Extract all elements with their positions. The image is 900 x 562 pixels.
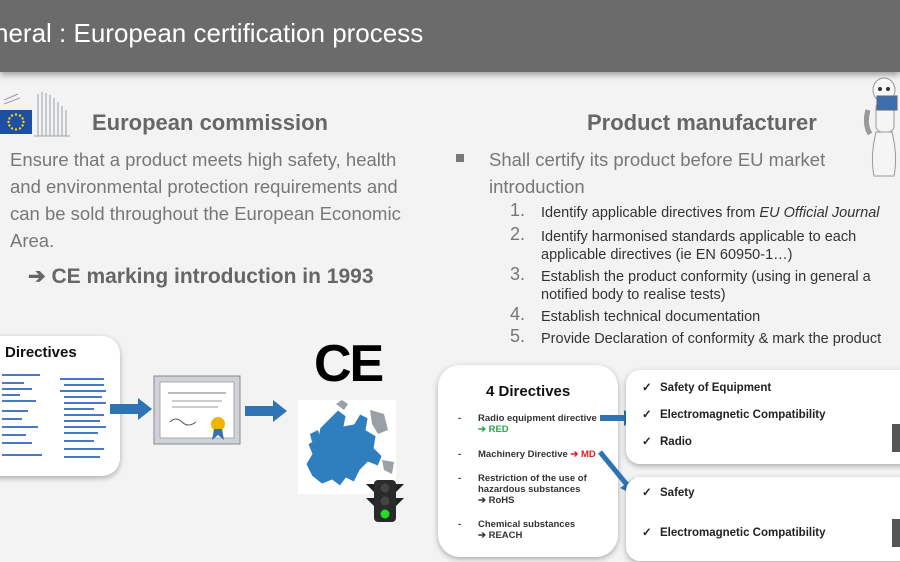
directive-name: Radio equipment directive xyxy=(478,413,597,424)
directive-name: Machinery Directive xyxy=(478,449,568,460)
requirement-item: ✓ Safety of Equipment xyxy=(642,380,771,394)
step-text: Establish technical documentation xyxy=(541,309,761,325)
directive-item-rohs: - Restriction of the use of hazardous su… xyxy=(458,473,618,509)
directive-tag-md: MD xyxy=(581,449,596,460)
step-number: 1. xyxy=(510,200,526,220)
ce-marking-intro-text: CE marking introduction in 1993 xyxy=(51,265,374,288)
directive-item-red: - Radio equipment directive ➔ RED xyxy=(458,413,618,437)
requirement-item: ✓ Electromagnetic Compatibility xyxy=(642,525,826,539)
european-commission-heading: European commission xyxy=(92,110,328,135)
check-icon: ✓ xyxy=(642,527,652,539)
step-text-emphasis: EU Official Journal xyxy=(759,205,880,221)
step-text: Establish the product conformity (using … xyxy=(541,269,871,303)
requirement-text: Electromagnetic Compatibility xyxy=(660,527,826,539)
four-directives-title: 4 Directives xyxy=(486,383,571,400)
list-dash: - xyxy=(458,449,462,460)
step-text: Identify applicable directives from EU O… xyxy=(541,204,900,222)
step-text: Identify harmonised standards applicable… xyxy=(541,229,857,263)
list-dash: - xyxy=(458,519,462,530)
step-text-main: Identify applicable directives from xyxy=(541,205,760,221)
slide-title: neral : European certification process xyxy=(0,18,424,48)
product-manufacturer-heading: Product manufacturer xyxy=(587,110,817,135)
check-icon: ✓ xyxy=(642,382,652,394)
step-number: 3. xyxy=(510,264,526,284)
red-requirements-card: ✓ Safety of Equipment ✓ Electromagnetic Co… xyxy=(626,370,900,464)
directive-tag-rohs: RoHS xyxy=(488,495,515,506)
md-requirements-card: ✓ Safety ✓ Electromagnetic Compatibility xyxy=(626,477,900,561)
list-dash: - xyxy=(458,473,462,484)
bullet-square-icon xyxy=(456,154,464,162)
step-text: Provide Declaration of conformity & mark… xyxy=(541,331,882,347)
flow-arrow-icon xyxy=(245,400,287,422)
manufacturer-intro: Shall certify its product before EU mark… xyxy=(489,149,826,197)
certificate-icon xyxy=(153,375,241,445)
ce-mark-logo: CE xyxy=(314,335,384,393)
step-number: 2. xyxy=(510,224,526,244)
robot-image xyxy=(860,76,900,180)
check-icon: ✓ xyxy=(642,436,652,448)
step-number: 5. xyxy=(510,326,526,346)
right-arrow-icon: ➔ xyxy=(28,265,46,288)
device-icon xyxy=(892,519,900,547)
directive-item-md: - Machinery Directive ➔ MD xyxy=(458,449,618,461)
eu-map-image xyxy=(298,400,396,494)
directives-list-card: Directives xyxy=(0,336,120,476)
directives-list-thumbnail xyxy=(2,374,106,458)
right-arrow-icon: ➔ xyxy=(478,495,486,506)
directives-card-title: Directives xyxy=(5,344,77,361)
check-icon: ✓ xyxy=(642,487,652,499)
eu-commission-logo xyxy=(0,90,72,140)
directive-tag-red: RED xyxy=(488,424,509,435)
traffic-light-icon xyxy=(366,480,404,522)
directive-name: Chemical substances xyxy=(478,519,576,530)
list-dash: - xyxy=(458,413,462,424)
title-bar: neral : European certification process xyxy=(0,0,900,72)
requirement-item: ✓ Safety xyxy=(642,485,695,499)
requirement-text: Electromagnetic Compatibility xyxy=(660,409,826,421)
flow-arrow-icon xyxy=(110,398,152,420)
right-arrow-icon: ➔ xyxy=(478,424,486,435)
directive-item-reach: - Chemical substances ➔ REACH xyxy=(458,519,618,543)
commission-description: Ensure that a product meets high safety,… xyxy=(10,149,401,251)
step-number: 4. xyxy=(510,304,526,324)
requirement-item: ✓ Radio xyxy=(642,434,692,448)
right-arrow-icon: ➔ xyxy=(570,449,579,460)
requirement-text: Safety xyxy=(660,487,695,499)
certification-steps-list: 1. Identify applicable directives from E… xyxy=(510,200,900,350)
requirement-item: ✓ Electromagnetic Compatibility xyxy=(642,407,826,421)
right-arrow-icon: ➔ xyxy=(478,530,486,541)
ce-marking-intro: ➔ CE marking introduction in 1993 xyxy=(28,264,374,289)
check-icon: ✓ xyxy=(642,409,652,421)
directive-tag-reach: REACH xyxy=(488,530,523,541)
directive-name: Restriction of the use of hazardous subs… xyxy=(478,473,587,495)
requirement-text: Safety of Equipment xyxy=(660,382,772,394)
requirement-text: Radio xyxy=(660,436,692,448)
four-directives-card: 4 Directives - Radio equipment directive… xyxy=(438,365,618,557)
device-icon xyxy=(892,424,900,452)
